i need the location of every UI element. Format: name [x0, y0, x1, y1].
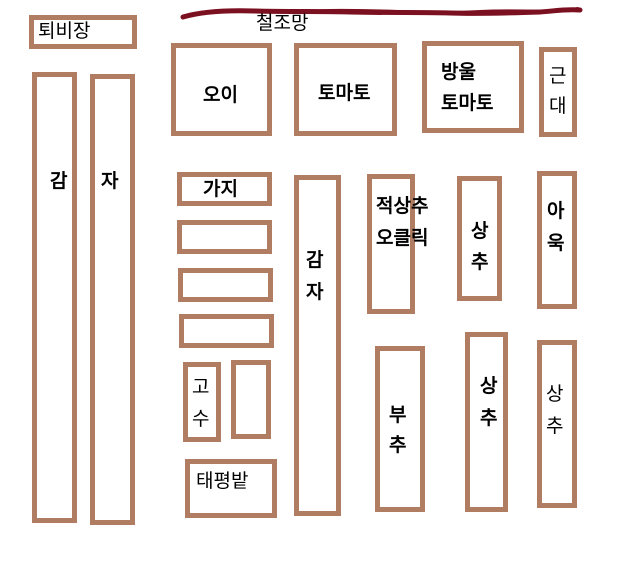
potato-bed-left-2	[90, 74, 135, 525]
lettuce-b-char-2: 추	[480, 407, 498, 429]
chives-char-2: 추	[389, 434, 407, 456]
eggplant-label: 가지	[203, 178, 238, 200]
pepper-plot	[183, 362, 221, 442]
chives-char-1: 부	[389, 404, 407, 426]
tomato-label: 토마토	[318, 82, 371, 104]
barbed-wire-fence-line	[180, 7, 583, 20]
empty-plot-2	[178, 268, 273, 302]
compost-plot	[29, 15, 137, 49]
lettuce-c-char-1: 상	[546, 383, 564, 405]
lettuce-plot-a	[457, 176, 502, 301]
empty-plot-3	[179, 314, 274, 348]
cherry-tomato-plot	[422, 41, 524, 133]
compost-label: 퇴비장	[38, 20, 91, 42]
potato-left-char-1: 감	[50, 170, 68, 192]
potato-left-char-2: 자	[101, 170, 119, 192]
chard-char-1: 근	[549, 65, 567, 87]
potato-bed-middle	[294, 175, 341, 516]
cucumber-plot	[171, 43, 272, 136]
pepper-char-2: 수	[192, 408, 210, 430]
cherry-tomato-label-line1: 방울	[441, 61, 476, 83]
lettuce-plot-b	[465, 332, 508, 512]
dandelion-field-label: 태평밭	[196, 470, 249, 492]
lettuce-a-char-2: 추	[471, 251, 489, 273]
cucumber-label: 오이	[203, 84, 238, 106]
dandelion-field-plot	[185, 459, 277, 518]
red-lettuce-label-line2: 오클릭	[376, 227, 429, 249]
potato-bed-left	[32, 72, 77, 523]
potato-mid-char-1: 감	[306, 249, 324, 271]
asian-mallow-char-1: 아	[547, 200, 565, 222]
red-lettuce-label-line1: 적상추	[376, 195, 429, 217]
potato-mid-char-2: 자	[306, 281, 324, 303]
lettuce-a-char-1: 상	[471, 220, 489, 242]
chard-plot	[539, 47, 577, 137]
empty-plot-4	[231, 360, 271, 439]
lettuce-plot-c	[537, 340, 577, 508]
asian-mallow-char-2: 욱	[547, 232, 565, 254]
fence-label: 철조망	[256, 12, 309, 34]
pepper-char-1: 고	[192, 376, 210, 398]
red-lettuce-plot	[367, 174, 415, 314]
lettuce-b-char-1: 상	[480, 375, 498, 397]
lettuce-c-char-2: 추	[546, 415, 564, 437]
empty-plot-1	[177, 220, 272, 254]
chives-plot	[375, 346, 425, 512]
chard-char-2: 대	[549, 95, 567, 117]
asian-mallow-plot	[537, 171, 577, 309]
tomato-plot	[294, 43, 397, 136]
cherry-tomato-label-line2: 토마토	[441, 92, 494, 114]
eggplant-plot	[177, 172, 272, 206]
